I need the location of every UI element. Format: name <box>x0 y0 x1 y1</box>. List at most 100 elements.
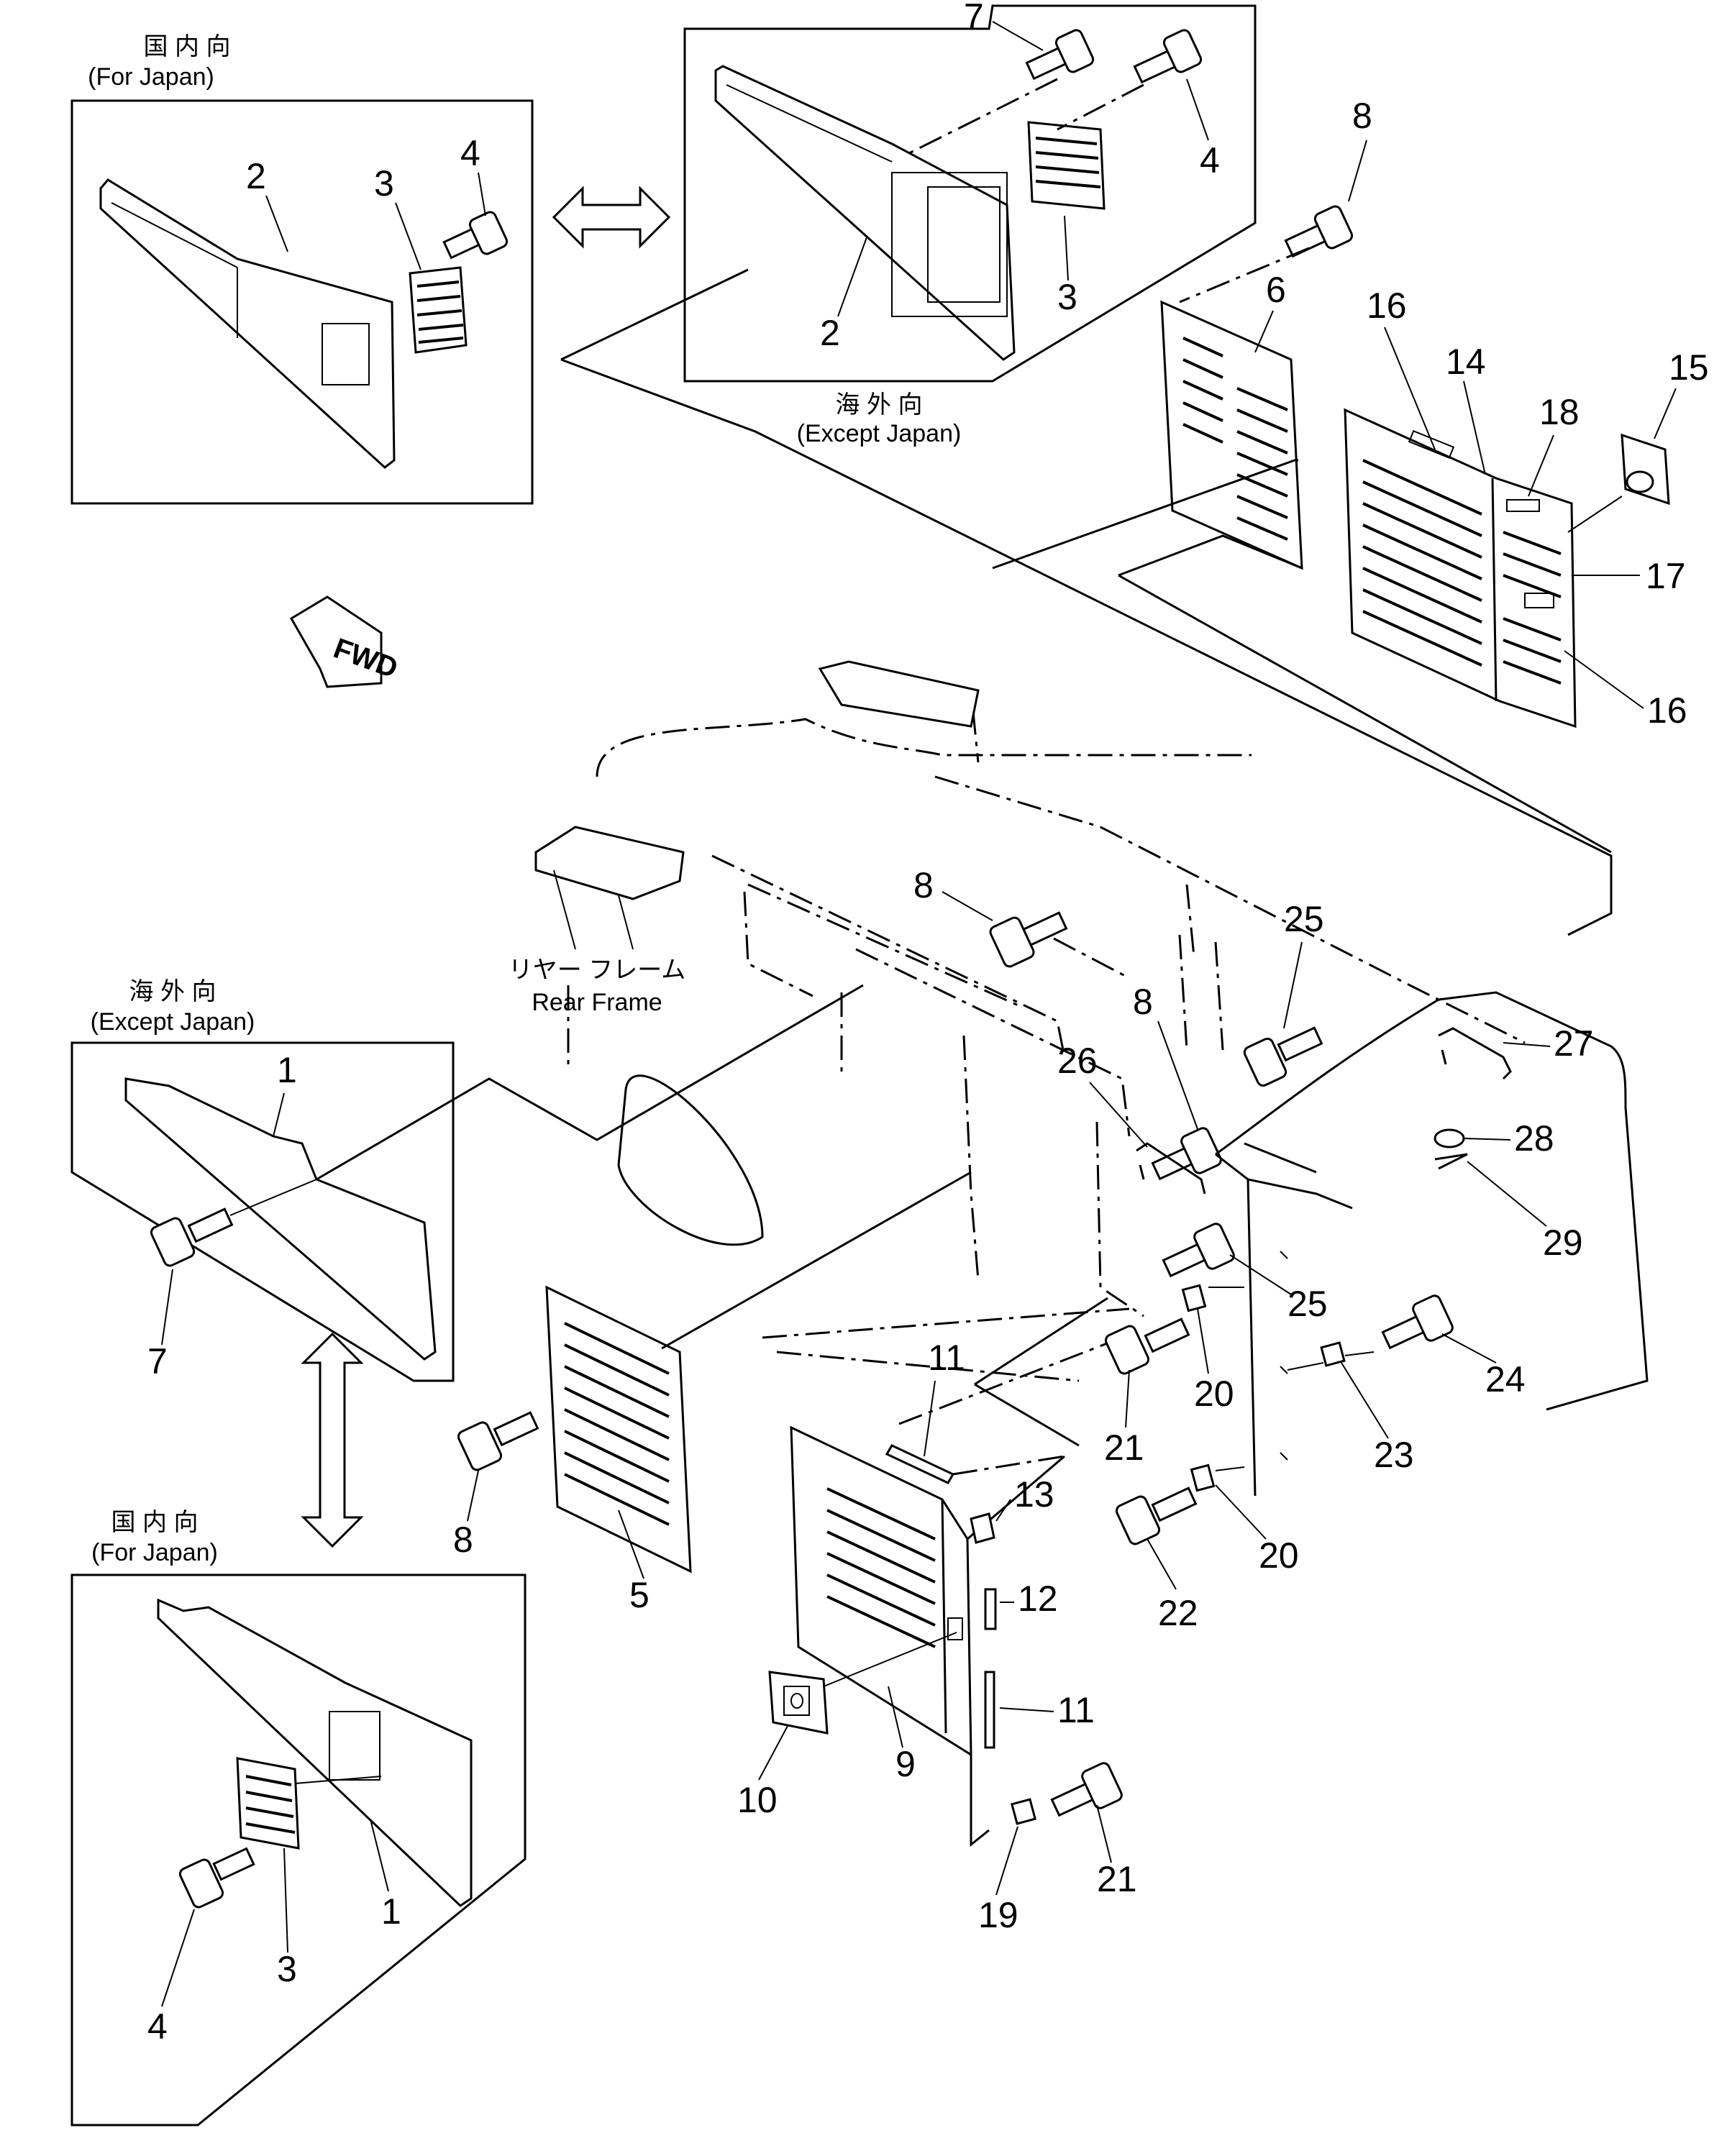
callout-8-mid: 8 <box>913 865 934 905</box>
bolt-part-4-ex <box>1133 29 1203 84</box>
bolt-part-4 <box>442 211 509 260</box>
callout-4-ex: 4 <box>1200 140 1220 181</box>
callout-15: 15 <box>1669 347 1709 388</box>
side-panel-1-ex <box>124 1077 437 1361</box>
callout-1-jp: 1 <box>381 1891 401 1932</box>
callout-3: 3 <box>374 163 394 204</box>
callout-7-left: 7 <box>147 1341 168 1381</box>
side-door-14 <box>1344 408 1577 728</box>
side-panel-6 <box>1160 300 1303 570</box>
callout-10: 10 <box>737 1780 778 1820</box>
caption-jp-top: 国 内 向 <box>144 33 231 60</box>
bracket-part-26 <box>1136 1142 1206 1195</box>
caption-ex-top: 海 外 向 <box>836 391 923 419</box>
caption-ex-top-en: (Except Japan) <box>797 420 962 447</box>
bolt-part-8-low <box>457 1411 539 1471</box>
side-panel-2 <box>99 178 396 469</box>
fwd-label: FWD <box>329 632 402 684</box>
bolt-part-25-top <box>1243 1026 1323 1087</box>
washer-part-28 <box>1434 1128 1465 1148</box>
rear-frame-label-en: Rear Frame <box>532 989 662 1016</box>
alternate-arrow-horizontal <box>552 186 671 249</box>
callout-9: 9 <box>895 1744 916 1784</box>
bolt-part-8-right <box>1151 1127 1222 1181</box>
caption-jp-bottom-en: (For Japan) <box>91 1539 218 1566</box>
callout-25-top: 25 <box>1284 899 1324 939</box>
side-panel-5 <box>545 1285 692 1573</box>
callout-1-ex: 1 <box>277 1050 297 1090</box>
callout-20-lower: 20 <box>1259 1535 1299 1576</box>
grille-part-3 <box>409 266 468 354</box>
callout-4-jp: 4 <box>147 2006 168 2047</box>
callout-18: 18 <box>1539 392 1580 432</box>
bolt-part-4-jp <box>178 1847 255 1909</box>
latch-part-10 <box>768 1671 829 1735</box>
callout-19: 19 <box>978 1895 1018 1935</box>
grille-part-3-jp <box>236 1757 300 1850</box>
rod-part-11-bottom <box>984 1671 995 1749</box>
inset-except-japan-left: 海 外 向 (Except Japan) 1 7 <box>70 978 455 1382</box>
caption-ex-left: 海 外 向 <box>129 978 216 1005</box>
bolt-part-22 <box>1115 1486 1198 1545</box>
callout-3-ex: 3 <box>1057 277 1077 317</box>
callout-6: 6 <box>1266 270 1286 310</box>
grille-part-3-ex <box>1027 121 1106 210</box>
bracket-part-27 <box>1438 1027 1512 1080</box>
callout-14: 14 <box>1446 342 1486 382</box>
inset-except-japan-top: 海 外 向 (Except Japan) 7 4 3 2 <box>683 0 1257 447</box>
plate-part-20-lower <box>1190 1463 1216 1492</box>
callout-11-bottom: 11 <box>1057 1690 1095 1730</box>
callout-25-low: 25 <box>1287 1284 1328 1324</box>
plate-part-19 <box>1010 1798 1037 1825</box>
side-panel-1-jp <box>157 1598 473 1907</box>
callout-21-low: 21 <box>1097 1859 1137 1899</box>
callout-8-right: 8 <box>1133 982 1153 1022</box>
bolt-part-25-low <box>1162 1223 1235 1278</box>
bolt-part-24 <box>1381 1294 1454 1350</box>
bolt-part-7-left <box>150 1207 234 1267</box>
fwd-arrow: FWD <box>289 595 402 688</box>
callout-23: 23 <box>1374 1435 1414 1475</box>
callout-28: 28 <box>1514 1118 1554 1159</box>
callout-17: 17 <box>1646 556 1686 596</box>
callout-11-top: 11 <box>928 1338 965 1378</box>
inset-for-japan-bottom: 国 内 向 (For Japan) 1 3 4 <box>70 1509 527 2127</box>
side-door-9 <box>790 1425 972 1757</box>
plate-part-23 <box>1320 1341 1346 1367</box>
cap-part-13 <box>970 1512 995 1544</box>
rear-frame <box>534 660 1526 1425</box>
caption-jp-bottom: 国 内 向 <box>111 1509 199 1536</box>
rear-cover <box>1215 991 1649 1497</box>
callout-2-ex: 2 <box>820 313 840 353</box>
callout-26: 26 <box>1057 1041 1098 1081</box>
callout-3-jp: 3 <box>277 1949 297 1989</box>
bolt-part-7 <box>1025 29 1095 81</box>
caption-jp-top-en: (For Japan) <box>88 63 214 91</box>
callout-21: 21 <box>1104 1428 1144 1468</box>
callout-16-top: 16 <box>1367 286 1407 326</box>
rod-part-11-top <box>885 1444 955 1484</box>
callout-7: 7 <box>964 0 984 37</box>
plate-part-20-upper <box>1181 1284 1207 1312</box>
rear-frame-label-jp: リヤー フレーム <box>509 956 685 984</box>
latch-part-15 <box>1621 433 1670 506</box>
callout-13: 13 <box>1014 1474 1054 1515</box>
callout-16-bottom: 16 <box>1647 690 1687 731</box>
inset-for-japan-top: 国 内 向 (For Japan) 2 3 4 <box>70 33 534 505</box>
callout-27: 27 <box>1554 1023 1594 1064</box>
callout-2: 2 <box>246 156 266 196</box>
bolt-part-21 <box>1104 1317 1190 1375</box>
alternate-arrow-vertical <box>301 1332 364 1548</box>
rod-part-12 <box>984 1588 997 1630</box>
callout-20-upper: 20 <box>1194 1374 1234 1414</box>
callout-5: 5 <box>629 1575 650 1615</box>
callout-8-low: 8 <box>453 1520 473 1560</box>
callout-8-top: 8 <box>1352 96 1372 136</box>
pin-part-29 <box>1434 1153 1468 1170</box>
callout-24: 24 <box>1485 1359 1526 1399</box>
bolt-part-8-top <box>1284 205 1354 258</box>
bolt-part-21-low <box>1050 1762 1123 1817</box>
callout-4: 4 <box>460 133 480 173</box>
caption-ex-left-en: (Except Japan) <box>91 1008 255 1036</box>
